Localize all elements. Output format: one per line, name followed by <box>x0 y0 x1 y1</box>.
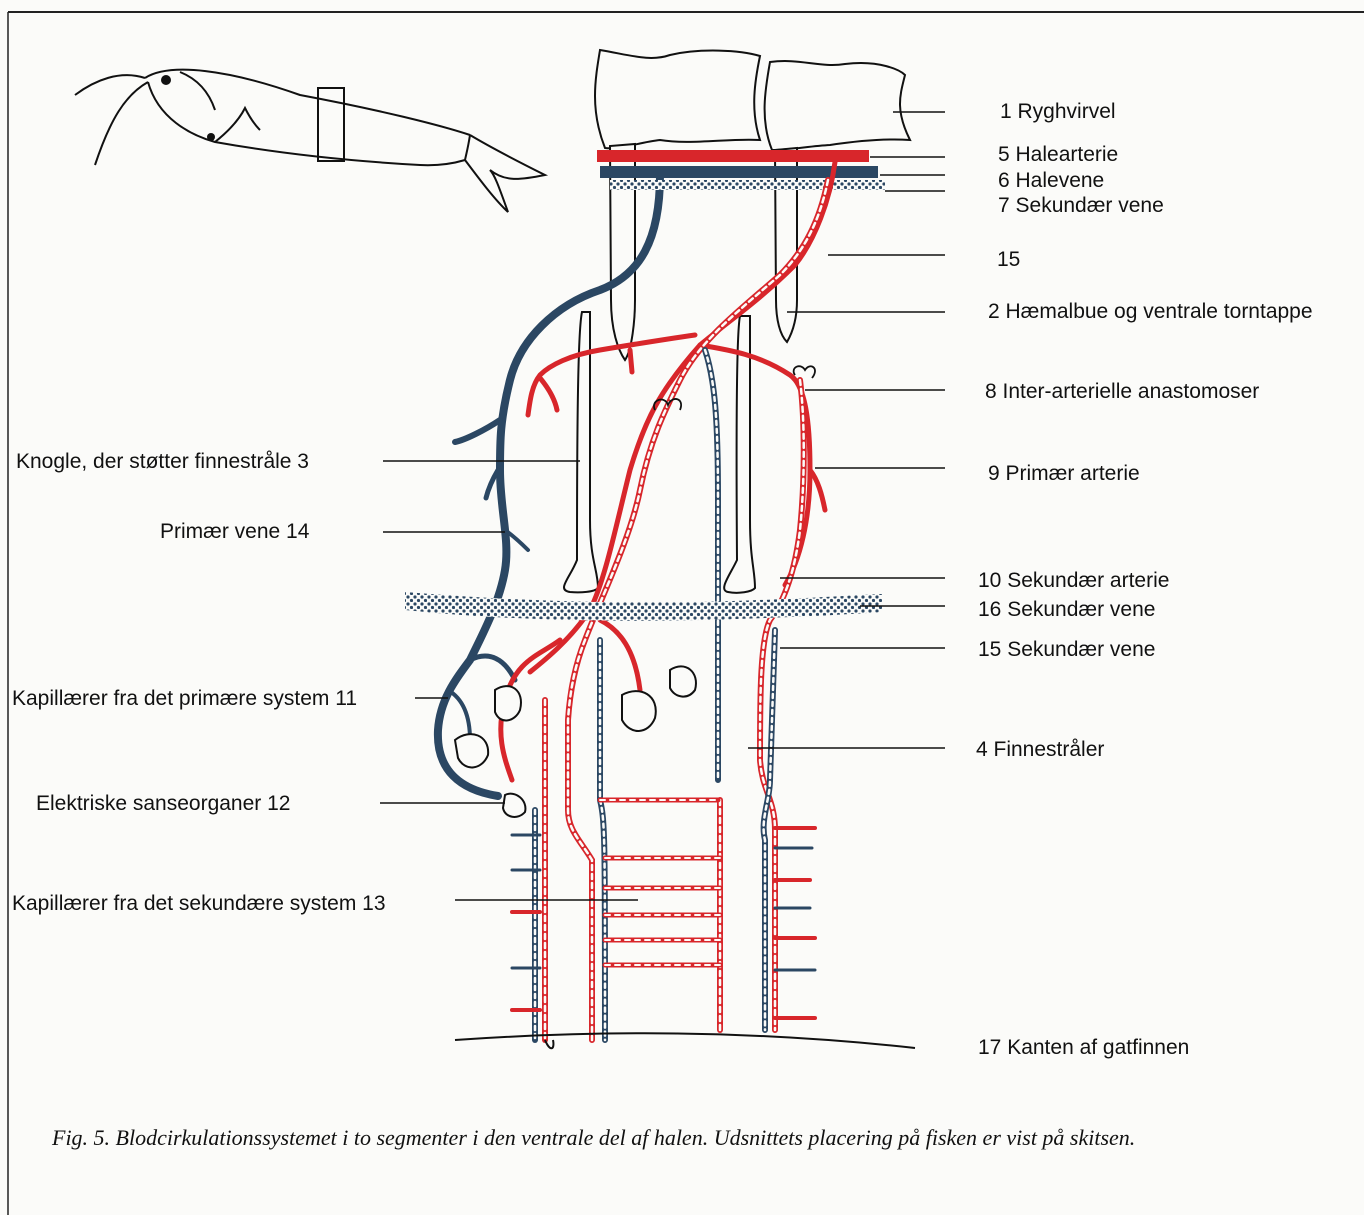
figure-caption: Fig. 5. Blodcirkulationssystemet i to se… <box>52 1122 1312 1154</box>
fin-ray-bones <box>564 312 755 593</box>
fish-eye-icon <box>161 75 171 85</box>
secondary-vein-band <box>405 592 882 621</box>
secondary-vein-top <box>610 180 885 190</box>
fin-ray-end <box>545 1040 553 1048</box>
label-secondary-vein-15: 15 Sekundær vene <box>978 639 1155 660</box>
label-secondary-vein-7: 7 Sekundær vene <box>998 195 1164 216</box>
label-primary-artery: 9 Primær arterie <box>988 463 1140 484</box>
secondary-capillaries <box>512 800 815 1018</box>
fish-sketch <box>75 70 545 212</box>
label-fin-rays: 4 Finnestråler <box>976 739 1104 760</box>
label-secondary-artery: 10 Sekundær arterie <box>978 570 1169 591</box>
fin-edge-line <box>455 1033 915 1048</box>
label-vertebra: 1 Ryghvirvel <box>1000 101 1116 122</box>
fish-spot-icon <box>207 133 215 141</box>
label-15-top: 15 <box>997 249 1020 270</box>
label-primary-vein: Primær vene 14 <box>160 521 309 542</box>
label-fin-edge: 17 Kanten af gatfinnen <box>978 1037 1189 1058</box>
label-primary-capillaries: Kapillærer fra det primære system 11 <box>12 688 357 709</box>
vertebrae <box>595 50 910 150</box>
tail-artery <box>597 150 869 162</box>
label-hemal-arch: 2 Hæmalbue og ventrale torntappe <box>988 301 1313 322</box>
label-tail-artery: 5 Halearterie <box>998 144 1118 165</box>
label-electric-organs: Elektriske sanseorganer 12 <box>36 793 290 814</box>
label-bone: Knogle, der støtter finnestråle 3 <box>16 451 309 472</box>
label-tail-vein: 6 Halevene <box>998 170 1104 191</box>
label-secondary-vein-16: 16 Sekundær vene <box>978 599 1155 620</box>
label-secondary-capillaries: Kapillærer fra det sekundære system 13 <box>12 893 386 914</box>
label-anastomoses: 8 Inter-arterielle anastomoser <box>985 381 1259 402</box>
